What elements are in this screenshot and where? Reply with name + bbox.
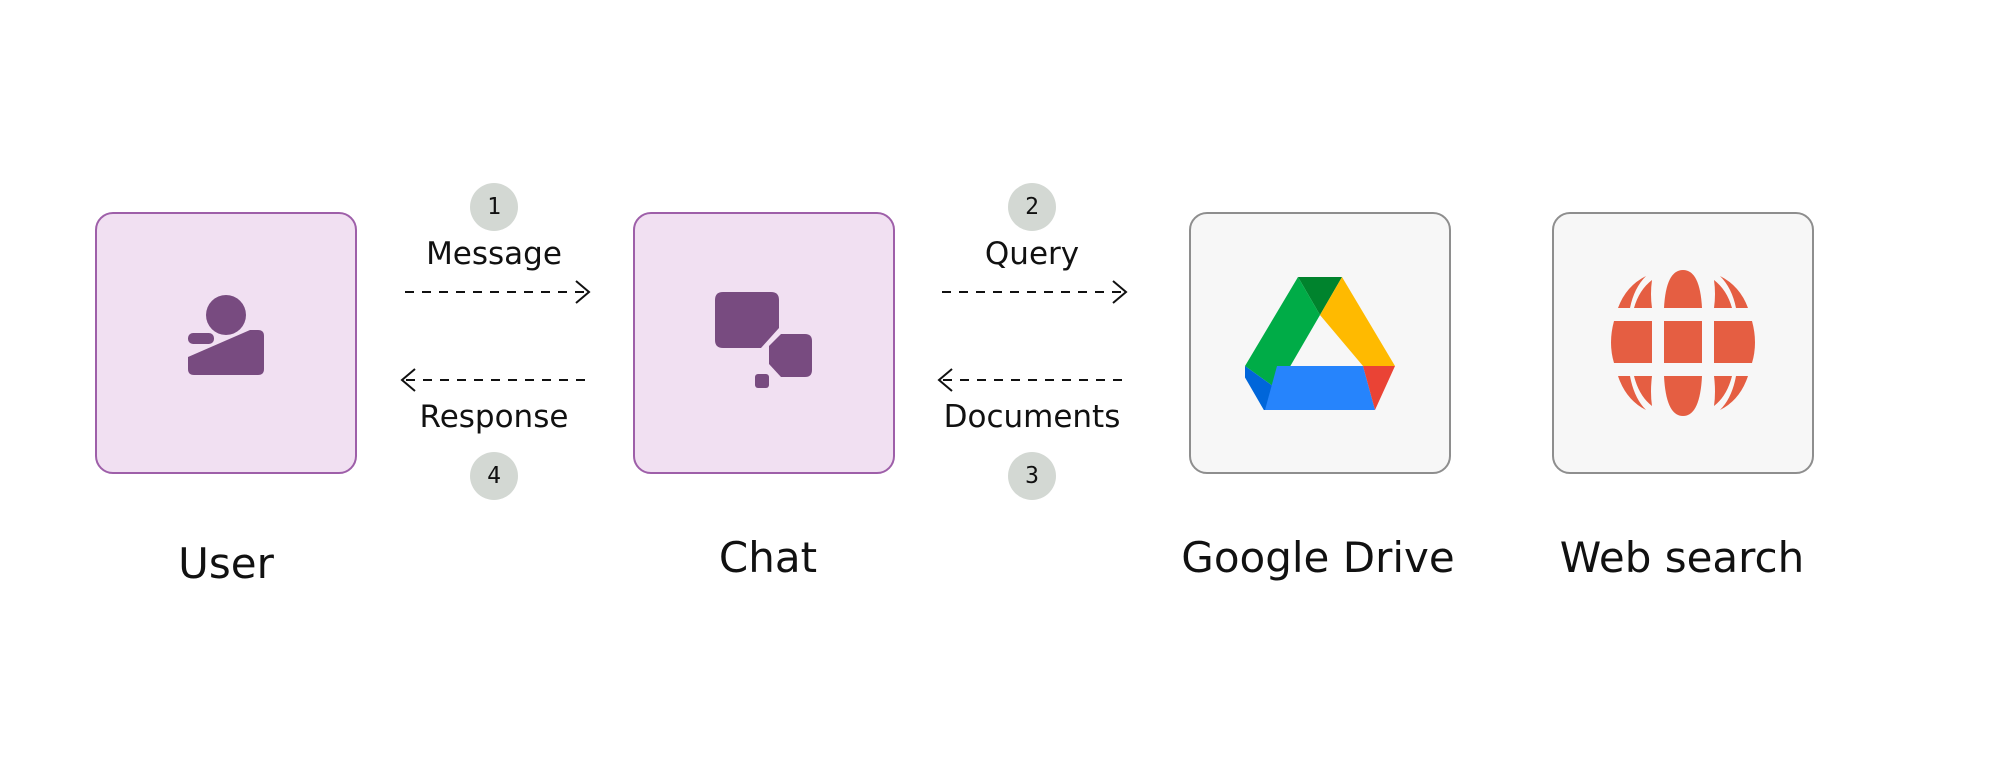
edge-label-query: Query bbox=[984, 236, 1080, 272]
arrow-documents-head bbox=[937, 368, 953, 392]
step-badge-3: 3 bbox=[1008, 452, 1056, 500]
edge-label-documents: Documents bbox=[943, 399, 1121, 435]
google-drive-label: Google Drive bbox=[1181, 533, 1455, 582]
globe-icon bbox=[1611, 270, 1755, 416]
step-badge-1: 1 bbox=[470, 183, 518, 231]
user-icon bbox=[188, 295, 264, 375]
chat-node bbox=[633, 212, 895, 474]
user-node bbox=[95, 212, 357, 474]
arrow-message-head bbox=[575, 280, 591, 304]
step-badge-2: 2 bbox=[1008, 183, 1056, 231]
user-label: User bbox=[178, 539, 274, 588]
arrow-query-head bbox=[1112, 280, 1128, 304]
chat-bubbles-icon bbox=[715, 292, 812, 388]
google-drive-icon bbox=[1245, 277, 1395, 410]
google-drive-node bbox=[1189, 212, 1451, 474]
web-search-label: Web search bbox=[1559, 533, 1805, 582]
web-search-node bbox=[1552, 212, 1814, 474]
edge-label-message: Message bbox=[426, 236, 562, 272]
chat-label: Chat bbox=[718, 533, 818, 582]
edge-label-response: Response bbox=[419, 399, 569, 435]
step-badge-4: 4 bbox=[470, 452, 518, 500]
arrow-response-head bbox=[400, 368, 416, 392]
